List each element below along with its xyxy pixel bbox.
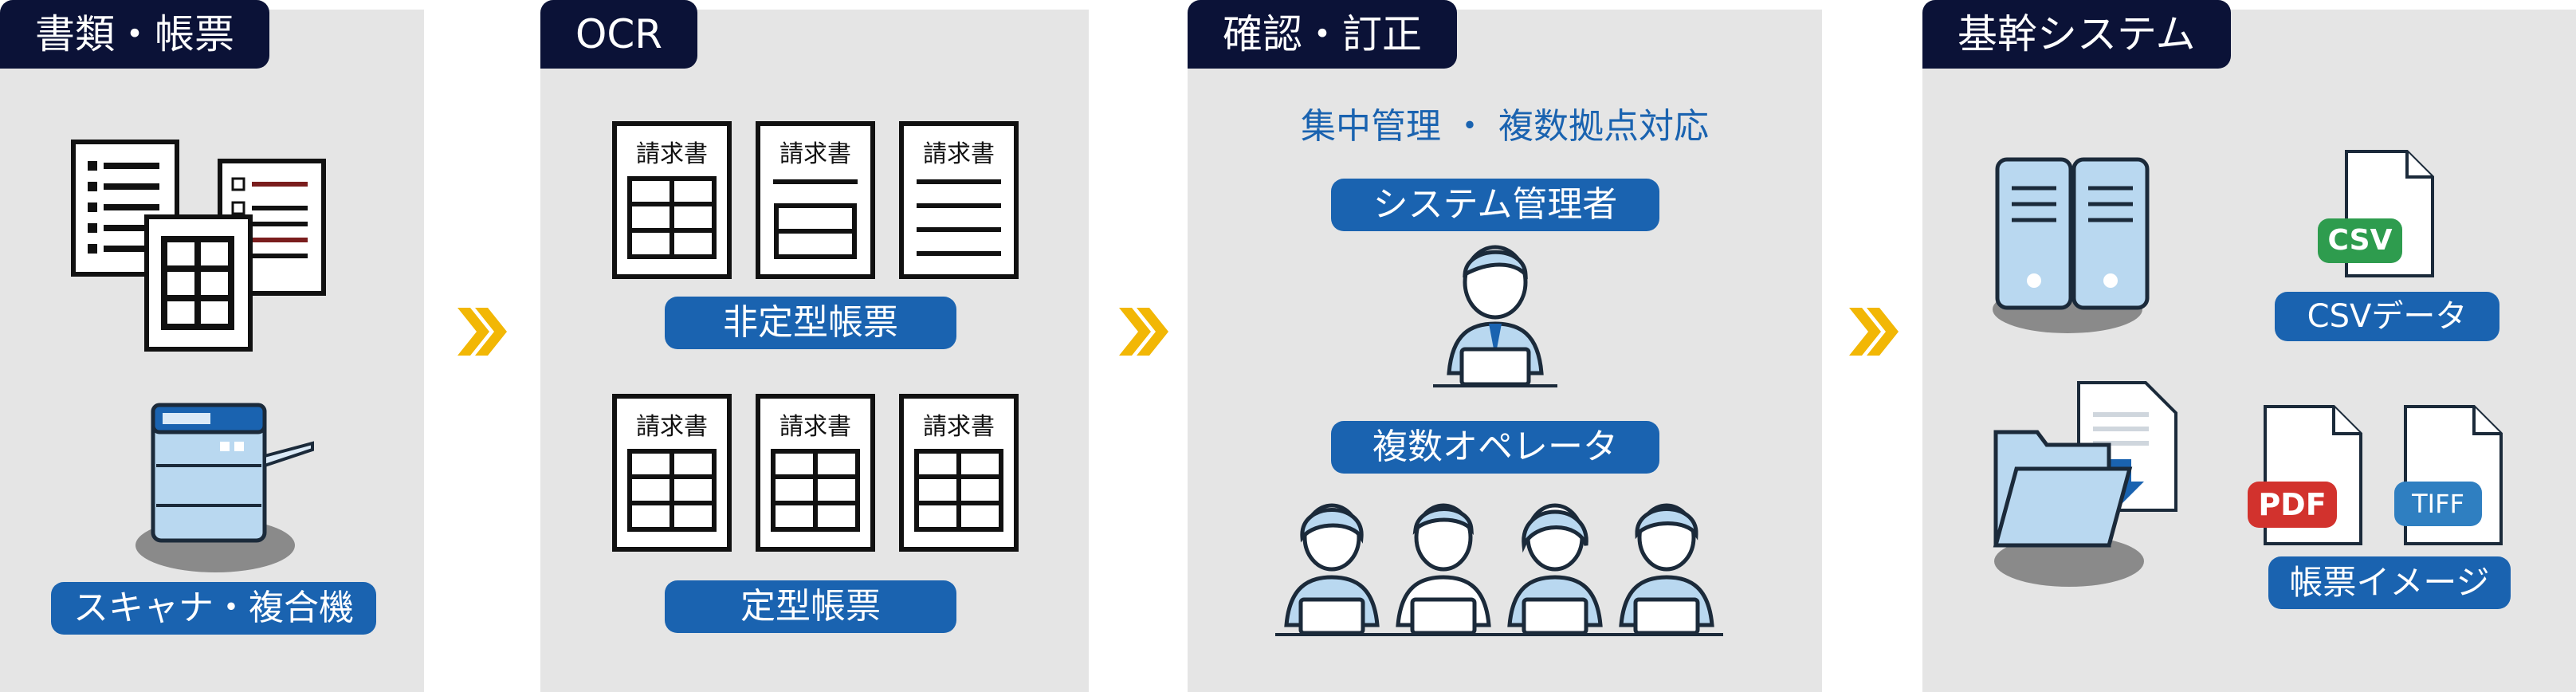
invoice-title: 請求書 — [779, 140, 851, 168]
panel-ocr: OCR 請求書 請求書 請求書 非定型帳票 請求書 請求書 請求書 定型帳票 — [540, 0, 1089, 692]
invoice-icon: 請求書 — [756, 394, 875, 552]
multifunction-printer-icon — [135, 403, 314, 572]
review-subtitle: 集中管理 ・ 複数拠点対応 — [1301, 106, 1709, 147]
non-standard-form-label: 非定型帳票 — [665, 297, 956, 349]
invoice-icon: 請求書 — [612, 121, 732, 279]
invoice-title: 請求書 — [636, 140, 708, 168]
person-laptop-icon — [1498, 503, 1612, 636]
pdf-badge: PDF — [2248, 482, 2337, 528]
double-chevron-icon — [1849, 308, 1899, 356]
form-image-label: 帳票イメージ — [2268, 556, 2511, 609]
panel-title: 書類・帳票 — [0, 0, 269, 69]
person-laptop-icon — [1275, 503, 1388, 636]
panel-core-system: 基幹システム CSV CSVデータ PDF TIFF 帳票イメージ — [1922, 0, 2576, 692]
invoice-icon: 請求書 — [756, 121, 875, 279]
invoice-icon: 請求書 — [612, 394, 732, 552]
panel-title: OCR — [540, 0, 698, 69]
panel-documents: 書類・帳票 — [0, 0, 424, 692]
csv-badge: CSV — [2318, 218, 2402, 263]
panel-title: 確認・訂正 — [1188, 0, 1457, 69]
double-chevron-icon — [1119, 308, 1168, 356]
person-laptop-icon — [1610, 503, 1723, 636]
invoice-title: 請求書 — [923, 413, 995, 441]
standard-form-label: 定型帳票 — [665, 580, 956, 633]
admin-label: システム管理者 — [1331, 179, 1659, 231]
csv-data-label: CSVデータ — [2275, 292, 2499, 341]
tiff-badge: TIFF — [2394, 482, 2482, 526]
invoice-title: 請求書 — [923, 140, 995, 168]
invoice-title: 請求書 — [636, 413, 708, 441]
invoice-icon: 請求書 — [899, 394, 1019, 552]
scanner-label: スキャナ・複合機 — [51, 582, 376, 635]
server-icon — [1993, 157, 2150, 333]
operators-label: 複数オペレータ — [1331, 421, 1659, 474]
invoice-icon: 請求書 — [899, 121, 1019, 279]
panel-review: 確認・訂正 集中管理 ・ 複数拠点対応 システム管理者 複数オペレータ — [1188, 0, 1822, 692]
document-stack-icon — [71, 140, 326, 352]
person-laptop-icon — [1433, 245, 1557, 387]
double-chevron-icon — [457, 308, 507, 356]
folder-download-icon — [1993, 381, 2177, 587]
panel-title: 基幹システム — [1922, 0, 2231, 69]
file-icon — [2404, 405, 2503, 545]
invoice-title: 請求書 — [779, 413, 851, 441]
person-laptop-icon — [1387, 503, 1500, 636]
